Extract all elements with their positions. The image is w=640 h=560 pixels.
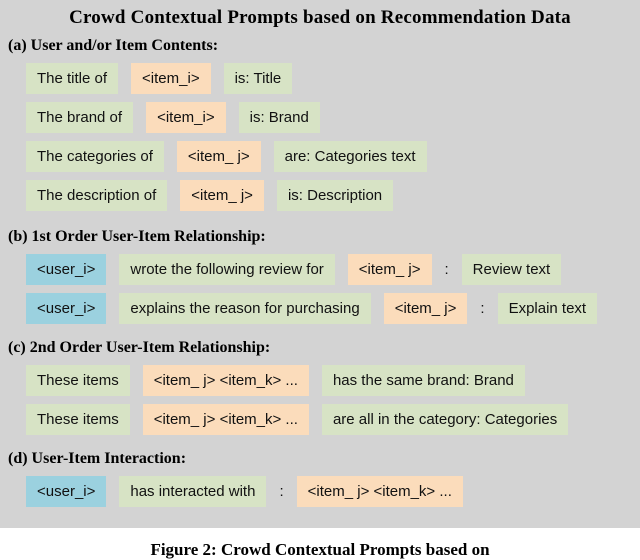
item-token: <item_i> xyxy=(146,102,226,133)
text-token: Review text xyxy=(461,254,562,285)
item-token: <item_ j> xyxy=(347,254,432,285)
item-token: <item_ j> <item_k> ... xyxy=(296,476,463,507)
text-token: The description of xyxy=(26,180,168,211)
prompt-row: The title of <item_i> is: Title xyxy=(26,63,640,94)
figure-caption: Figure 2: Crowd Contextual Prompts based… xyxy=(150,540,490,559)
prompt-section: (a) User and/or Item Contents: The title … xyxy=(0,36,640,211)
prompt-row: The brand of <item_i> is: Brand xyxy=(26,102,640,133)
text-token: explains the reason for purchasing xyxy=(119,293,371,324)
item-token: <item_ j> <item_k> ... xyxy=(142,365,309,396)
text-token: is: Title xyxy=(223,63,293,94)
text-token: The title of xyxy=(26,63,119,94)
section-heading: (b) 1st Order User-Item Relationship: xyxy=(8,228,266,245)
prompt-row: <user_i> explains the reason for purchasi… xyxy=(26,293,640,324)
text-token: has interacted with xyxy=(119,476,267,507)
user-token: <user_i> xyxy=(26,293,107,324)
user-token: <user_i> xyxy=(26,476,107,507)
prompt-row: The categories of <item_ j> are: Categorie… xyxy=(26,141,640,172)
prompt-row: The description of <item_ j> is: Descripti… xyxy=(26,180,640,211)
text-token: is: Description xyxy=(276,180,394,211)
prompt-row: These items <item_ j> <item_k> ... has the… xyxy=(26,365,640,396)
prompt-row: <user_i> wrote the following review for <i… xyxy=(26,254,640,285)
separator-token: : xyxy=(279,483,284,500)
item-token: <item_ j> xyxy=(176,141,261,172)
section-heading: (c) 2nd Order User-Item Relationship: xyxy=(8,339,271,356)
text-token: The categories of xyxy=(26,141,164,172)
item-token: <item_ j> xyxy=(383,293,468,324)
figure-title: Crowd Contextual Prompts based on Recomm… xyxy=(69,7,571,28)
text-token: These items xyxy=(26,365,130,396)
figure-panel: Crowd Contextual Prompts based on Recomm… xyxy=(0,0,640,528)
section-heading: (d) User-Item Interaction: xyxy=(8,450,187,467)
user-token: <user_i> xyxy=(26,254,107,285)
section-heading: (a) User and/or Item Contents: xyxy=(8,37,219,54)
text-token: wrote the following review for xyxy=(119,254,335,285)
text-token: These items xyxy=(26,404,130,435)
text-token: are: Categories text xyxy=(273,141,427,172)
item-token: <item_ j> <item_k> ... xyxy=(142,404,309,435)
text-token: is: Brand xyxy=(238,102,320,133)
text-token: are all in the category: Categories xyxy=(321,404,569,435)
sections-container: (a) User and/or Item Contents: The title … xyxy=(0,36,640,507)
text-token: Explain text xyxy=(497,293,598,324)
prompt-section: (c) 2nd Order User-Item Relationship: The… xyxy=(0,338,640,435)
separator-token: : xyxy=(480,300,485,317)
prompt-section: (b) 1st Order User-Item Relationship: <us… xyxy=(0,227,640,324)
prompt-row: <user_i> has interacted with: <item_ j> <i… xyxy=(26,476,640,507)
prompt-row: These items <item_ j> <item_k> ... are all… xyxy=(26,404,640,435)
item-token: <item_ j> xyxy=(180,180,264,211)
separator-token: : xyxy=(444,261,449,278)
prompt-section: (d) User-Item Interaction: <user_i> has in… xyxy=(0,449,640,507)
item-token: <item_i> xyxy=(131,63,211,94)
text-token: has the same brand: Brand xyxy=(321,365,525,396)
text-token: The brand of xyxy=(26,102,134,133)
